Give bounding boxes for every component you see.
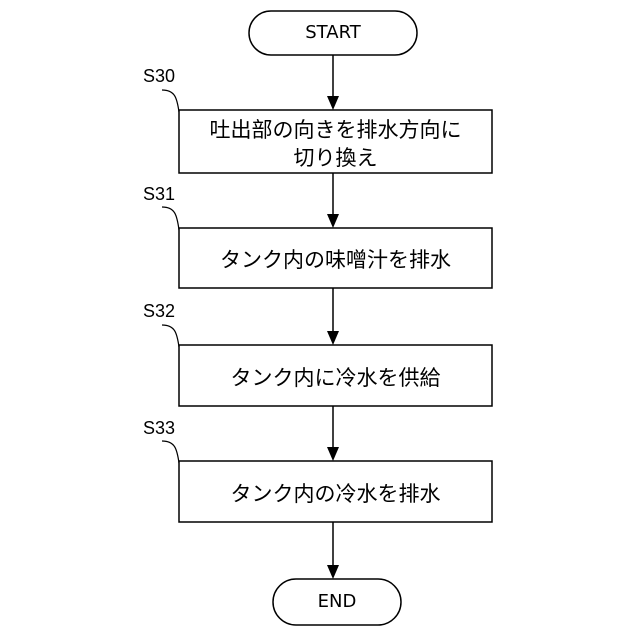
step-id-s32: S32 [143, 301, 175, 322]
end-label: END [253, 591, 421, 612]
start-label: START [249, 22, 417, 43]
leader-s33 [162, 441, 179, 463]
leader-s32 [162, 325, 179, 347]
step-id-s33: S33 [143, 418, 175, 439]
arrowhead-s33-end [327, 565, 339, 579]
arrowhead-start-s30 [327, 96, 339, 110]
arrowhead-s31-s32 [327, 331, 339, 345]
step-text-s30-line2: 切り換え [179, 142, 492, 172]
arrowhead-s32-s33 [327, 447, 339, 461]
step-text-s31: タンク内の味噌汁を排水 [179, 244, 492, 274]
step-id-s30: S30 [143, 66, 175, 87]
step-text-s32: タンク内に冷水を供給 [179, 362, 492, 392]
leader-s30 [162, 90, 179, 112]
leader-s31 [162, 207, 179, 230]
step-text-s33: タンク内の冷水を排水 [179, 478, 492, 508]
step-id-s31: S31 [143, 184, 175, 205]
arrowhead-s30-s31 [327, 214, 339, 228]
step-text-s30-line1: 吐出部の向きを排水方向に [179, 114, 492, 144]
